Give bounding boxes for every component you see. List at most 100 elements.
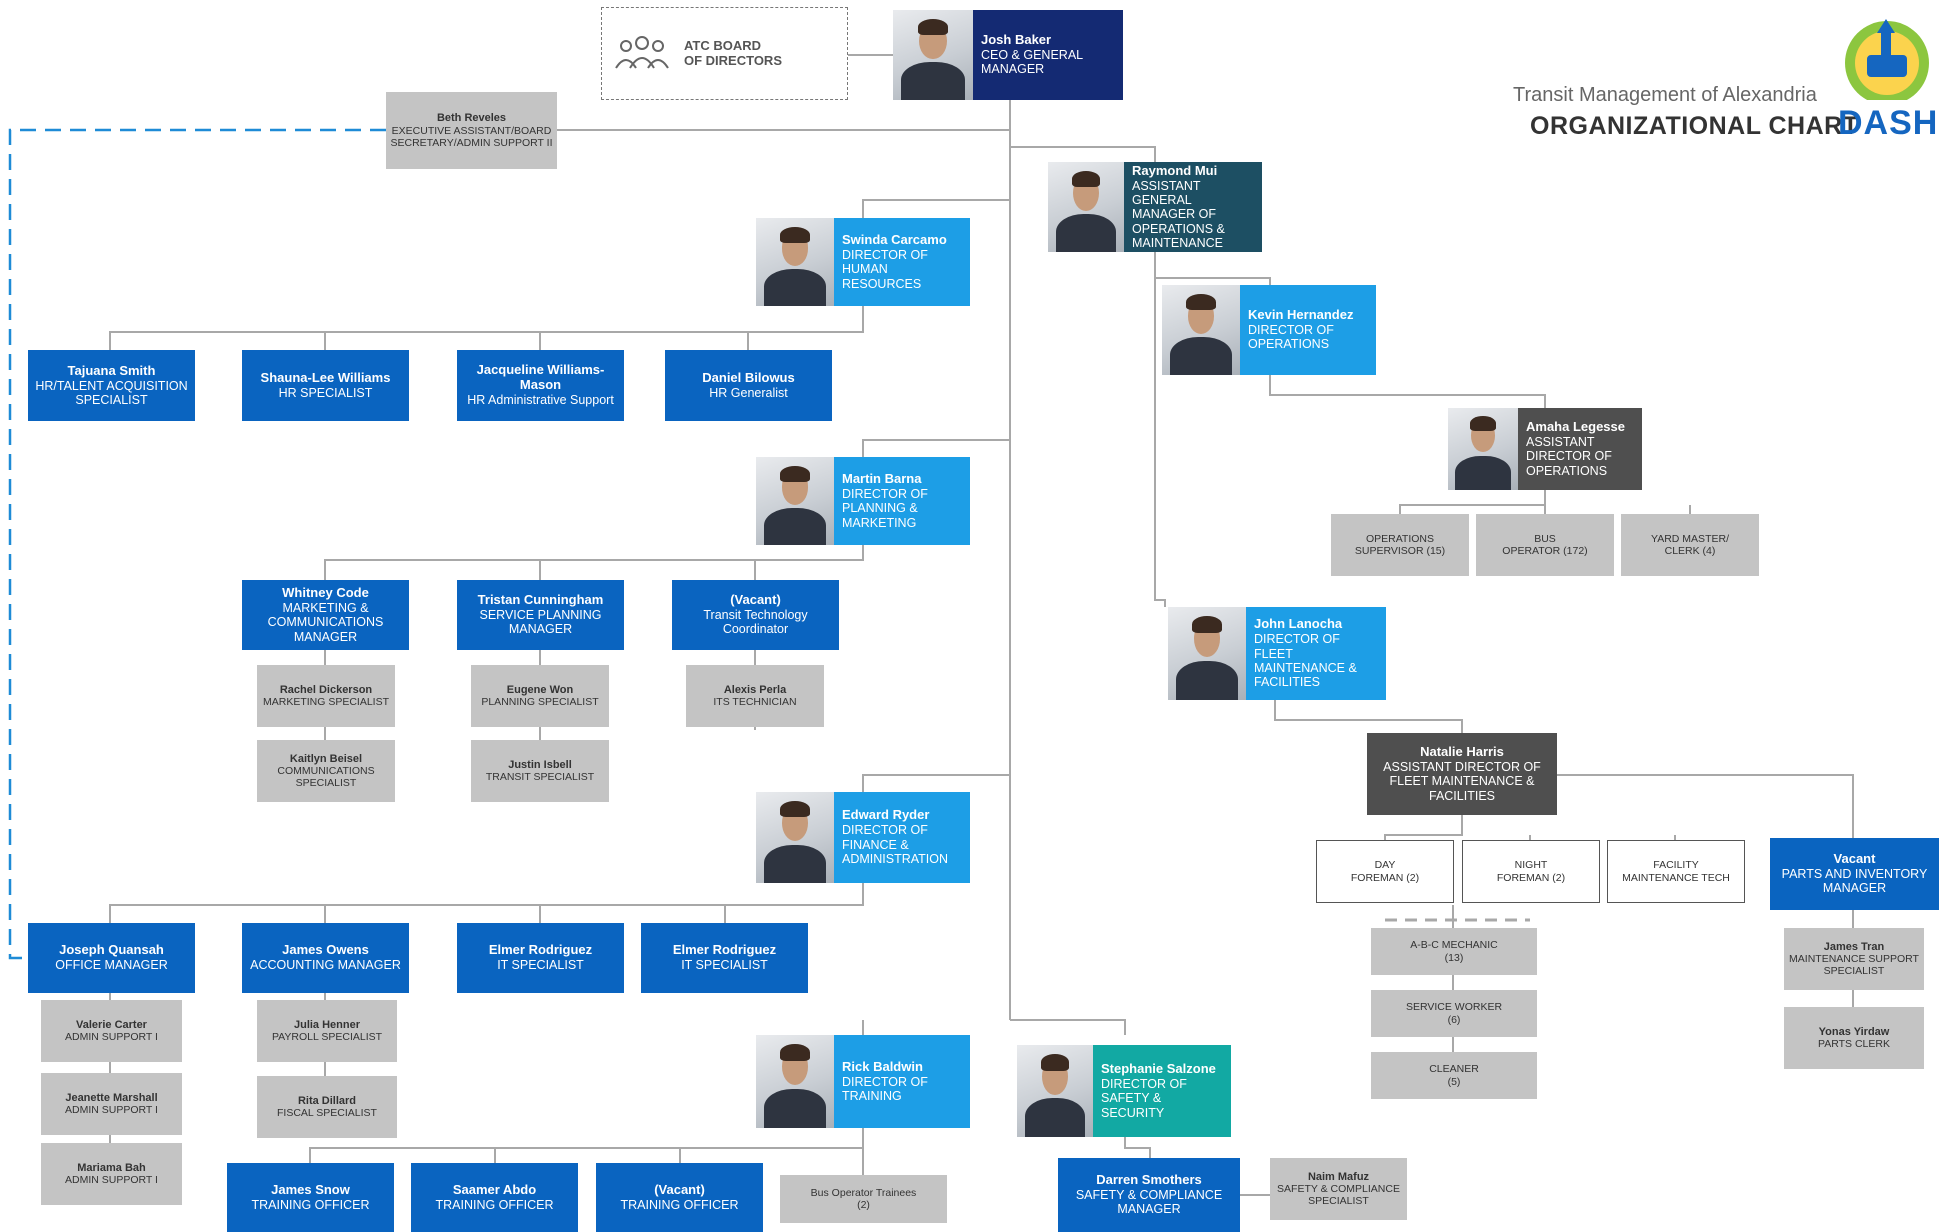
planning-manager-name: Tristan Cunningham — [477, 592, 604, 608]
ceo-name: Josh Baker — [981, 32, 1052, 48]
fleet-unit-box: DAY FOREMAN (2) — [1316, 840, 1454, 903]
planning-staff-box: Alexis Perla ITS TECHNICIAN — [686, 665, 824, 727]
ops-unit-line2: OPERATOR (172) — [1502, 545, 1588, 557]
safety-manager-box: Darren Smothers SAFETY & COMPLIANCE MANA… — [1058, 1158, 1240, 1232]
ops-unit-line1: YARD MASTER/ — [1651, 532, 1729, 545]
exec-assistant-box: Beth Reveles EXECUTIVE ASSISTANT/BOARD S… — [386, 92, 557, 169]
finance-staff-role: IT SPECIALIST — [681, 958, 768, 973]
planning-director-photo — [756, 457, 834, 545]
finance-staff-role: ACCOUNTING MANAGER — [250, 958, 401, 973]
parts-manager-name: Vacant — [1833, 851, 1876, 867]
planning-manager-name: (Vacant) — [730, 592, 781, 608]
fleet-director-role: DIRECTOR OF FLEET MAINTENANCE & FACILITI… — [1254, 632, 1357, 690]
safety-manager-role: SAFETY & COMPLIANCE MANAGER — [1075, 1188, 1223, 1217]
parts-staff-box: James Tran MAINTENANCE SUPPORT SPECIALIS… — [1784, 928, 1924, 990]
hr-staff-role: HR Administrative Support — [467, 393, 614, 408]
fleet-crew-line1: CLEANER — [1429, 1063, 1479, 1076]
ops-unit-line2: SUPERVISOR (15) — [1354, 545, 1446, 557]
asst-ops-director-box: Amaha Legesse ASSISTANT DIRECTOR OF OPER… — [1518, 408, 1642, 490]
fleet-unit-line2: MAINTENANCE TECH — [1622, 871, 1730, 884]
exec-assistant-name: Beth Reveles — [436, 112, 507, 125]
planning-staff-role: TRANSIT SPECIALIST — [485, 771, 595, 784]
fleet-crew-line2: (6) — [1447, 1013, 1461, 1026]
training-staff-role: TRAINING OFFICER — [251, 1197, 370, 1212]
planning-staff-role: PLANNING SPECIALIST — [481, 696, 599, 709]
planning-staff-role: ITS TECHNICIAN — [713, 696, 797, 709]
fleet-unit-line2: FOREMAN (2) — [1350, 871, 1420, 884]
dash-logo-icon — [1845, 19, 1929, 100]
planning-staff-name: Justin Isbell — [508, 758, 572, 771]
parts-staff-name: James Tran — [1823, 940, 1885, 953]
office-staff-role: ADMIN SUPPORT I — [65, 1104, 158, 1117]
hr-staff-box: Shauna-Lee Williams HR SPECIALIST — [242, 350, 409, 421]
safety-specialist-name: Naim Mafuz — [1307, 1170, 1370, 1183]
fleet-asst-director-role: ASSISTANT DIRECTOR OF FLEET MAINTENANCE … — [1383, 759, 1541, 803]
planning-staff-role: MARKETING SPECIALIST — [262, 696, 390, 709]
ops-unit-box: OPERATIONS SUPERVISOR (15) — [1331, 514, 1469, 576]
fleet-crew-line1: A-B-C MECHANIC — [1410, 939, 1498, 952]
safety-specialist-role: SAFETY & COMPLIANCE SPECIALIST — [1277, 1183, 1400, 1208]
agm-photo — [1048, 162, 1124, 252]
planning-manager-role: SERVICE PLANNING MANAGER — [479, 608, 602, 637]
hr-director-box: Swinda Carcamo DIRECTOR OF HUMAN RESOURC… — [834, 218, 970, 306]
training-staff-role: TRAINING OFFICER — [435, 1197, 554, 1212]
ops-unit-box: YARD MASTER/ CLERK (4) — [1621, 514, 1759, 576]
training-director-name: Rick Baldwin — [842, 1058, 923, 1074]
fleet-unit-line1: FACILITY — [1653, 859, 1699, 872]
planning-staff-role: COMMUNICATIONS SPECIALIST — [277, 765, 375, 790]
fleet-crew-box: A-B-C MECHANIC (13) — [1371, 928, 1537, 975]
parts-staff-box: Yonas Yirdaw PARTS CLERK — [1784, 1007, 1924, 1069]
ops-unit-line2: CLERK (4) — [1664, 545, 1716, 557]
hr-staff-box: Tajuana Smith HR/TALENT ACQUISITION SPEC… — [28, 350, 195, 421]
fleet-crew-line2: (13) — [1444, 951, 1464, 964]
training-staff-role: TRAINING OFFICER — [620, 1197, 739, 1212]
fleet-asst-director-name: Natalie Harris — [1420, 743, 1504, 759]
training-staff-box: James Snow TRAINING OFFICER — [227, 1163, 394, 1232]
accounting-staff-role: FISCAL SPECIALIST — [277, 1107, 377, 1120]
office-staff-role: ADMIN SUPPORT I — [65, 1174, 158, 1187]
bus-trainees-line1: Bus Operator Trainees — [810, 1186, 917, 1199]
header-subtitle: Transit Management of Alexandria — [1513, 84, 1817, 106]
planning-staff-name: Alexis Perla — [723, 683, 787, 696]
agm-role: ASSISTANT GENERAL MANAGER OF OPERATIONS … — [1132, 178, 1225, 251]
safety-director-name: Stephanie Salzone — [1101, 1060, 1216, 1076]
finance-staff-box: Elmer Rodriguez IT SPECIALIST — [641, 923, 808, 993]
safety-director-role: DIRECTOR OF SAFETY & SECURITY — [1101, 1076, 1187, 1120]
accounting-staff-name: Julia Henner — [293, 1018, 361, 1031]
fleet-unit-line1: NIGHT — [1514, 859, 1548, 872]
ops-director-name: Kevin Hernandez — [1248, 307, 1354, 323]
hr-director-role: DIRECTOR OF HUMAN RESOURCES — [842, 247, 928, 291]
planning-manager-role: Transit Technology Coordinator — [703, 608, 808, 637]
fleet-unit-box: NIGHT FOREMAN (2) — [1462, 840, 1600, 903]
hr-staff-role: HR SPECIALIST — [278, 385, 373, 400]
parts-manager-box: Vacant PARTS AND INVENTORY MANAGER — [1770, 838, 1939, 910]
planning-staff-box: Justin Isbell TRANSIT SPECIALIST — [471, 740, 609, 802]
parts-staff-role: MAINTENANCE SUPPORT SPECIALIST — [1789, 953, 1919, 978]
hr-staff-box: Jacqueline Williams-Mason HR Administrat… — [457, 350, 624, 421]
board-line1: ATC BOARD — [684, 37, 762, 53]
ops-director-photo — [1162, 285, 1240, 375]
finance-staff-role: IT SPECIALIST — [497, 958, 584, 973]
planning-manager-box: Tristan Cunningham SERVICE PLANNING MANA… — [457, 580, 624, 650]
planning-director-box: Martin Barna DIRECTOR OF PLANNING & MARK… — [834, 457, 970, 545]
hr-staff-name: Shauna-Lee Williams — [260, 369, 391, 385]
bus-trainees-box: Bus Operator Trainees (2) — [780, 1175, 947, 1223]
hr-staff-name: Tajuana Smith — [67, 362, 156, 378]
planning-staff-name: Eugene Won — [506, 683, 574, 696]
hr-director-name: Swinda Carcamo — [842, 231, 947, 247]
finance-staff-box: James Owens ACCOUNTING MANAGER — [242, 923, 409, 993]
fleet-unit-box: FACILITY MAINTENANCE TECH — [1607, 840, 1745, 903]
office-staff-role: ADMIN SUPPORT I — [65, 1031, 158, 1044]
finance-staff-box: Elmer Rodriguez IT SPECIALIST — [457, 923, 624, 993]
training-staff-name: Saamer Abdo — [452, 1181, 537, 1197]
fleet-unit-line1: DAY — [1374, 859, 1396, 872]
accounting-staff-box: Julia Henner PAYROLL SPECIALIST — [257, 1000, 397, 1062]
safety-director-photo — [1017, 1045, 1093, 1137]
planning-manager-box: (Vacant) Transit Technology Coordinator — [672, 580, 839, 650]
training-director-box: Rick Baldwin DIRECTOR OF TRAINING — [834, 1035, 970, 1128]
fleet-director-box: John Lanocha DIRECTOR OF FLEET MAINTENAN… — [1246, 607, 1386, 700]
ops-unit-line1: BUS — [1534, 532, 1556, 545]
hr-director-photo — [756, 218, 834, 306]
ceo-photo — [893, 10, 973, 100]
